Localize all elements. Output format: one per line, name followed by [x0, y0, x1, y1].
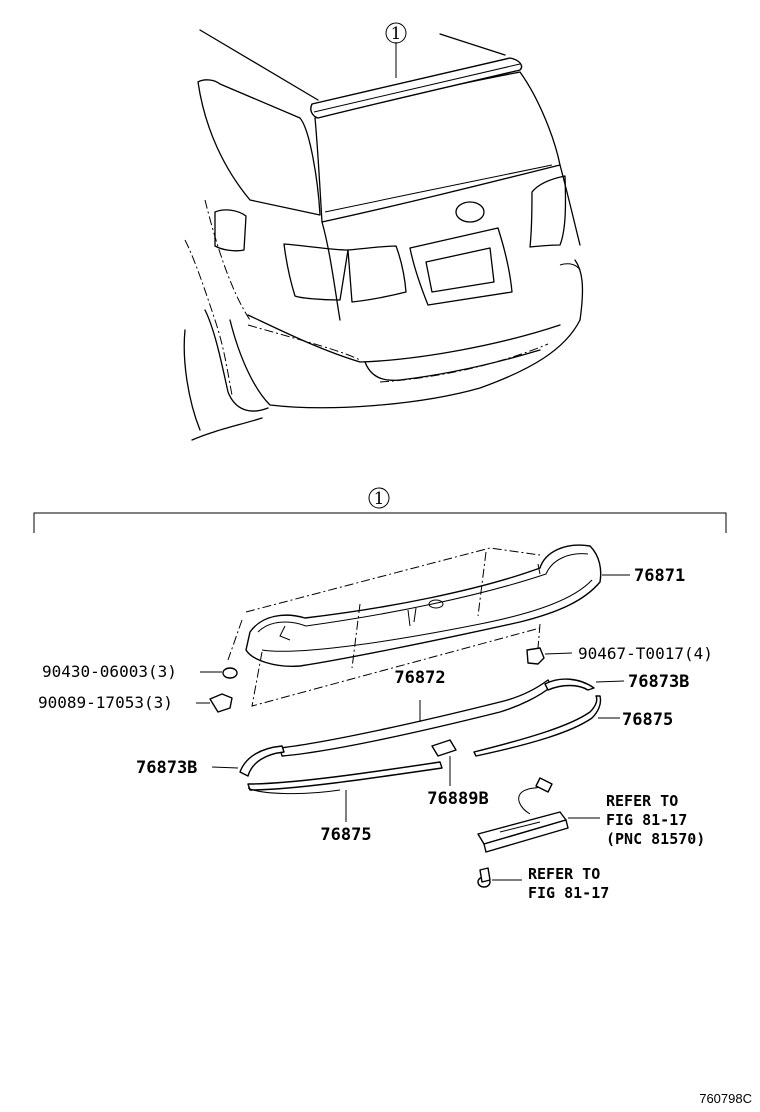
lamp-ref-line-2: FIG 81-17: [606, 811, 687, 829]
label-90430-06003: 90430-06003(3): [42, 662, 177, 681]
molding-right-shape: [473, 695, 602, 757]
label-76873B-right: 76873B: [628, 672, 689, 692]
label-76872: 76872: [394, 668, 445, 688]
label-76889B: 76889B: [427, 789, 488, 809]
lamp-ref-line-3: (PNC 81570): [606, 830, 705, 848]
callout-marker-assembly-text: 1: [374, 489, 385, 509]
label-76875-left: 76875: [320, 825, 371, 845]
end-cap-right-shape: [544, 678, 595, 691]
molding-left-shape: [247, 761, 443, 791]
stop-lamp-reference: [477, 777, 600, 853]
exploded-parts: 76871 90467-T0017(4) 90430-06003(3) 9008…: [38, 544, 713, 902]
label-76875-right: 76875: [622, 710, 673, 730]
label-90089-17053: 90089-17053(3): [38, 693, 173, 712]
callout-marker-top-text: 1: [391, 24, 402, 44]
grommet-shape: [209, 693, 233, 713]
bolt-ref-line-2: FIG 81-17: [528, 884, 609, 902]
washer-shape: [222, 667, 238, 679]
pad-shape: [431, 739, 457, 757]
end-cap-left-shape: [239, 745, 285, 777]
bolt-ref-line-1: REFER TO: [528, 865, 600, 883]
label-90467-T0017: 90467-T0017(4): [578, 644, 713, 663]
label-76871: 76871: [634, 566, 685, 586]
vehicle-rear-illustration: [183, 29, 584, 441]
callout-marker-top: 1: [385, 22, 407, 44]
figure-code: 760798C: [699, 1091, 752, 1106]
nut-shape: [526, 647, 545, 665]
label-76873B-left: 76873B: [136, 758, 197, 778]
lamp-ref-line-1: REFER TO: [606, 792, 678, 810]
assembly-bracket: 1: [33, 487, 727, 533]
bolt-reference: [477, 867, 522, 888]
